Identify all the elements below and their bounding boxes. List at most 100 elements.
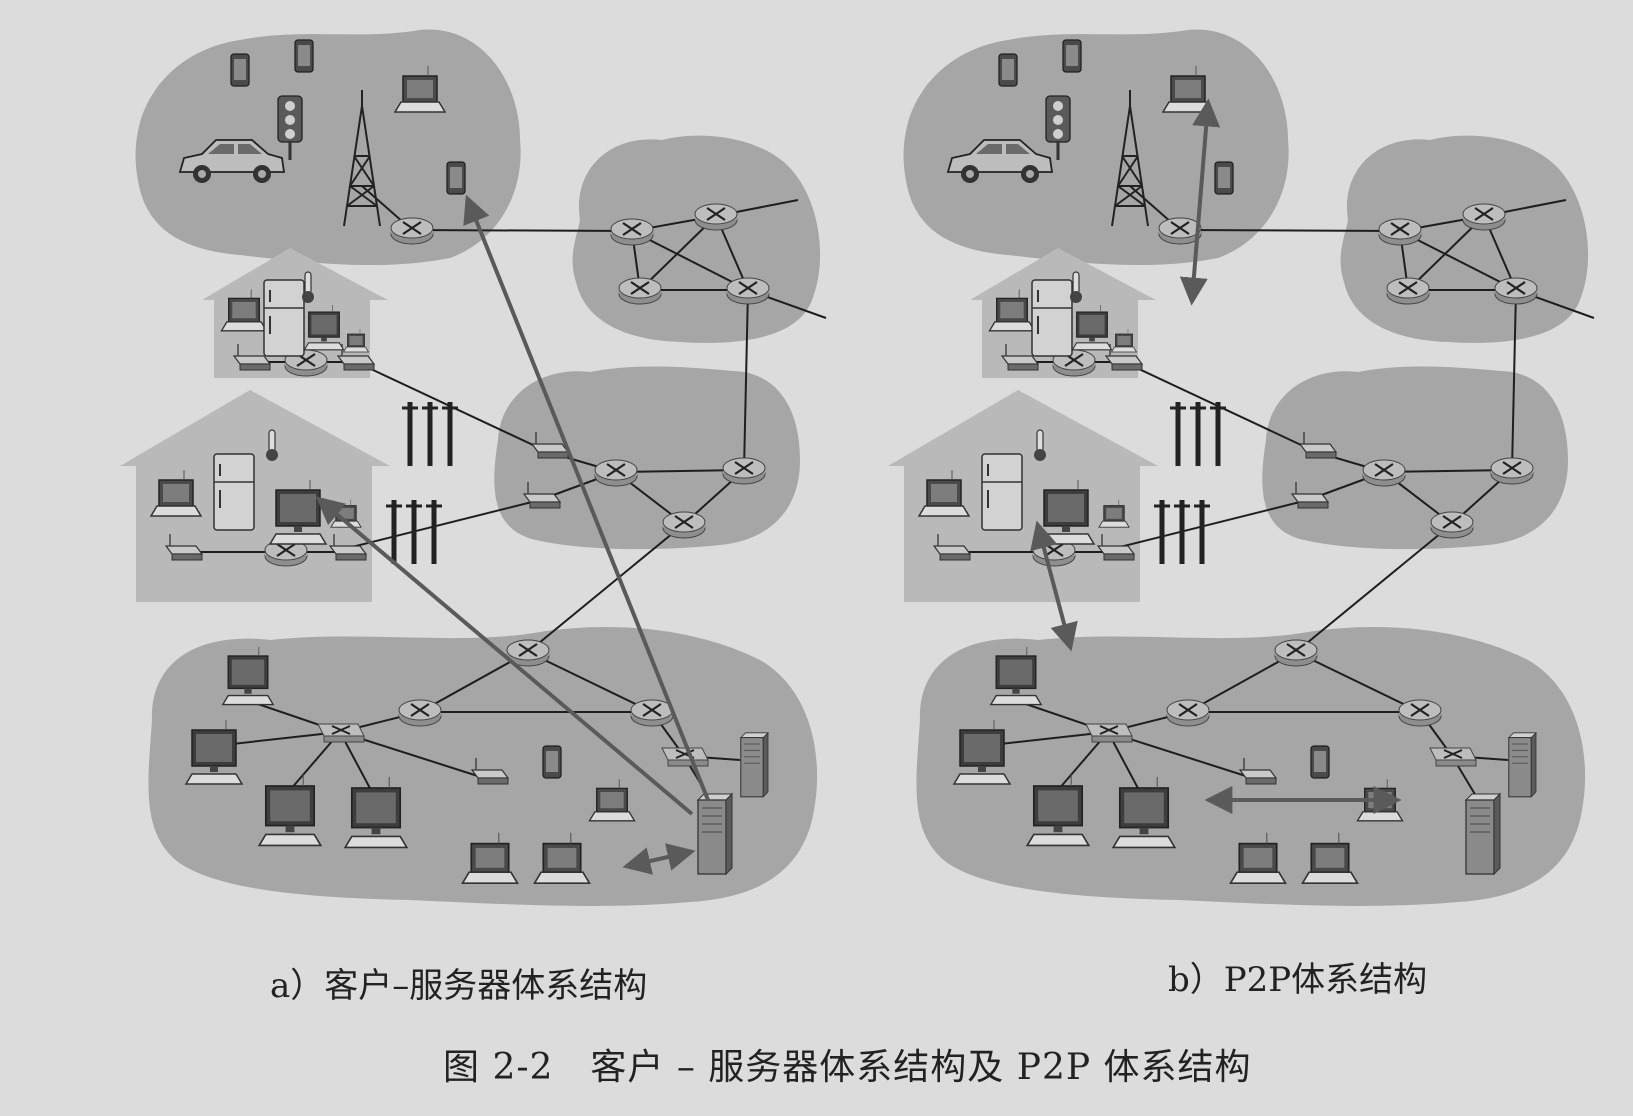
link <box>1295 523 1453 653</box>
switch-icon <box>1085 723 1133 743</box>
phone-icon <box>1062 39 1082 73</box>
arrow-icon <box>1179 98 1221 306</box>
fridge-icon <box>213 453 255 531</box>
router-icon <box>722 457 766 485</box>
modem-icon <box>470 758 510 785</box>
figure-caption: 图 2-2 客户 – 服务器体系结构及 P2P 体系结构 <box>443 1047 1252 1088</box>
modem-icon <box>1238 758 1278 785</box>
link <box>631 230 749 291</box>
modem-icon <box>328 534 368 561</box>
desktop-icon <box>1111 776 1177 849</box>
laptop-icon <box>342 329 370 353</box>
router-icon <box>1430 511 1474 539</box>
caption-client-server: a）客户–服务器体系结构 <box>270 966 648 1006</box>
switch-icon <box>661 747 709 767</box>
router-icon <box>594 459 638 487</box>
modem-icon <box>1298 432 1338 459</box>
arrow-icon <box>1030 520 1078 652</box>
arrow-icon <box>463 194 710 801</box>
link <box>1179 229 1401 232</box>
router-icon <box>1166 699 1210 727</box>
router-icon <box>506 639 550 667</box>
server-icon <box>696 792 734 876</box>
switch-icon <box>1429 747 1477 767</box>
traffic-light-icon <box>277 95 303 160</box>
panel-p2p <box>888 29 1595 906</box>
laptop-icon <box>917 470 971 517</box>
router-icon <box>1386 277 1430 305</box>
router-icon <box>1462 203 1506 231</box>
switch-icon <box>317 723 365 743</box>
laptop-icon <box>393 66 447 113</box>
link <box>527 651 653 713</box>
phone-icon <box>542 745 562 779</box>
desktop-icon <box>1025 774 1091 847</box>
server-icon <box>1507 731 1537 798</box>
phone-icon <box>446 161 466 195</box>
modem-icon <box>232 344 272 371</box>
phone-icon <box>998 53 1018 87</box>
desktop-icon <box>257 774 323 847</box>
laptop-icon <box>588 779 636 822</box>
phone-icon <box>294 39 314 73</box>
phone-icon <box>1310 745 1330 779</box>
router-icon <box>398 699 442 727</box>
modem-icon <box>1290 482 1330 509</box>
desktop-icon <box>268 480 328 545</box>
cell-tower-icon <box>343 90 381 227</box>
router-icon <box>630 699 674 727</box>
modem-icon <box>1000 344 1040 371</box>
link <box>743 289 749 471</box>
phone-icon <box>1214 161 1234 195</box>
modem-icon <box>164 534 204 561</box>
modem-icon <box>530 432 570 459</box>
thermometer-icon <box>1070 271 1082 303</box>
router-icon <box>1490 457 1534 485</box>
caption-p2p: b）P2P体系结构 <box>1168 960 1428 1000</box>
arrow-icon <box>622 843 696 875</box>
cloud-isp <box>1340 135 1589 343</box>
fridge-icon <box>981 453 1023 531</box>
router-icon <box>1398 699 1442 727</box>
router-icon <box>1158 217 1202 245</box>
desktop-icon <box>989 646 1043 706</box>
phone-icon <box>230 53 250 87</box>
desktop-icon <box>184 720 244 785</box>
router-icon <box>390 217 434 245</box>
link <box>1511 289 1517 471</box>
desktop-icon <box>1071 305 1113 351</box>
desktop-icon <box>303 305 345 351</box>
cloud-regional <box>1262 366 1568 550</box>
laptop-icon <box>1229 832 1287 885</box>
utility-pole-icon <box>402 402 458 466</box>
modem-icon <box>336 344 376 371</box>
car-icon <box>178 139 286 183</box>
thermometer-icon <box>1034 429 1046 461</box>
laptop-icon <box>988 289 1036 332</box>
laptop-icon <box>149 470 203 517</box>
arrow-icon <box>315 496 694 816</box>
link <box>1383 469 1513 473</box>
desktop-icon <box>343 776 409 849</box>
link <box>347 499 541 549</box>
router-icon <box>1274 639 1318 667</box>
router-icon <box>610 218 654 246</box>
laptop-icon <box>533 832 591 885</box>
router-icon <box>694 203 738 231</box>
link <box>1187 651 1297 713</box>
utility-pole-icon <box>386 500 442 564</box>
server-icon <box>739 731 769 798</box>
cloud-isp <box>572 135 821 343</box>
router-icon <box>726 277 770 305</box>
cell-tower-icon <box>1111 90 1149 227</box>
server-icon <box>1464 792 1502 876</box>
fridge-icon <box>1031 279 1073 357</box>
desktop-icon <box>221 646 275 706</box>
link <box>1295 651 1421 713</box>
modem-icon <box>1104 344 1144 371</box>
modem-icon <box>932 534 972 561</box>
car-icon <box>946 139 1054 183</box>
router-icon <box>1494 277 1538 305</box>
laptop-icon <box>461 832 519 885</box>
